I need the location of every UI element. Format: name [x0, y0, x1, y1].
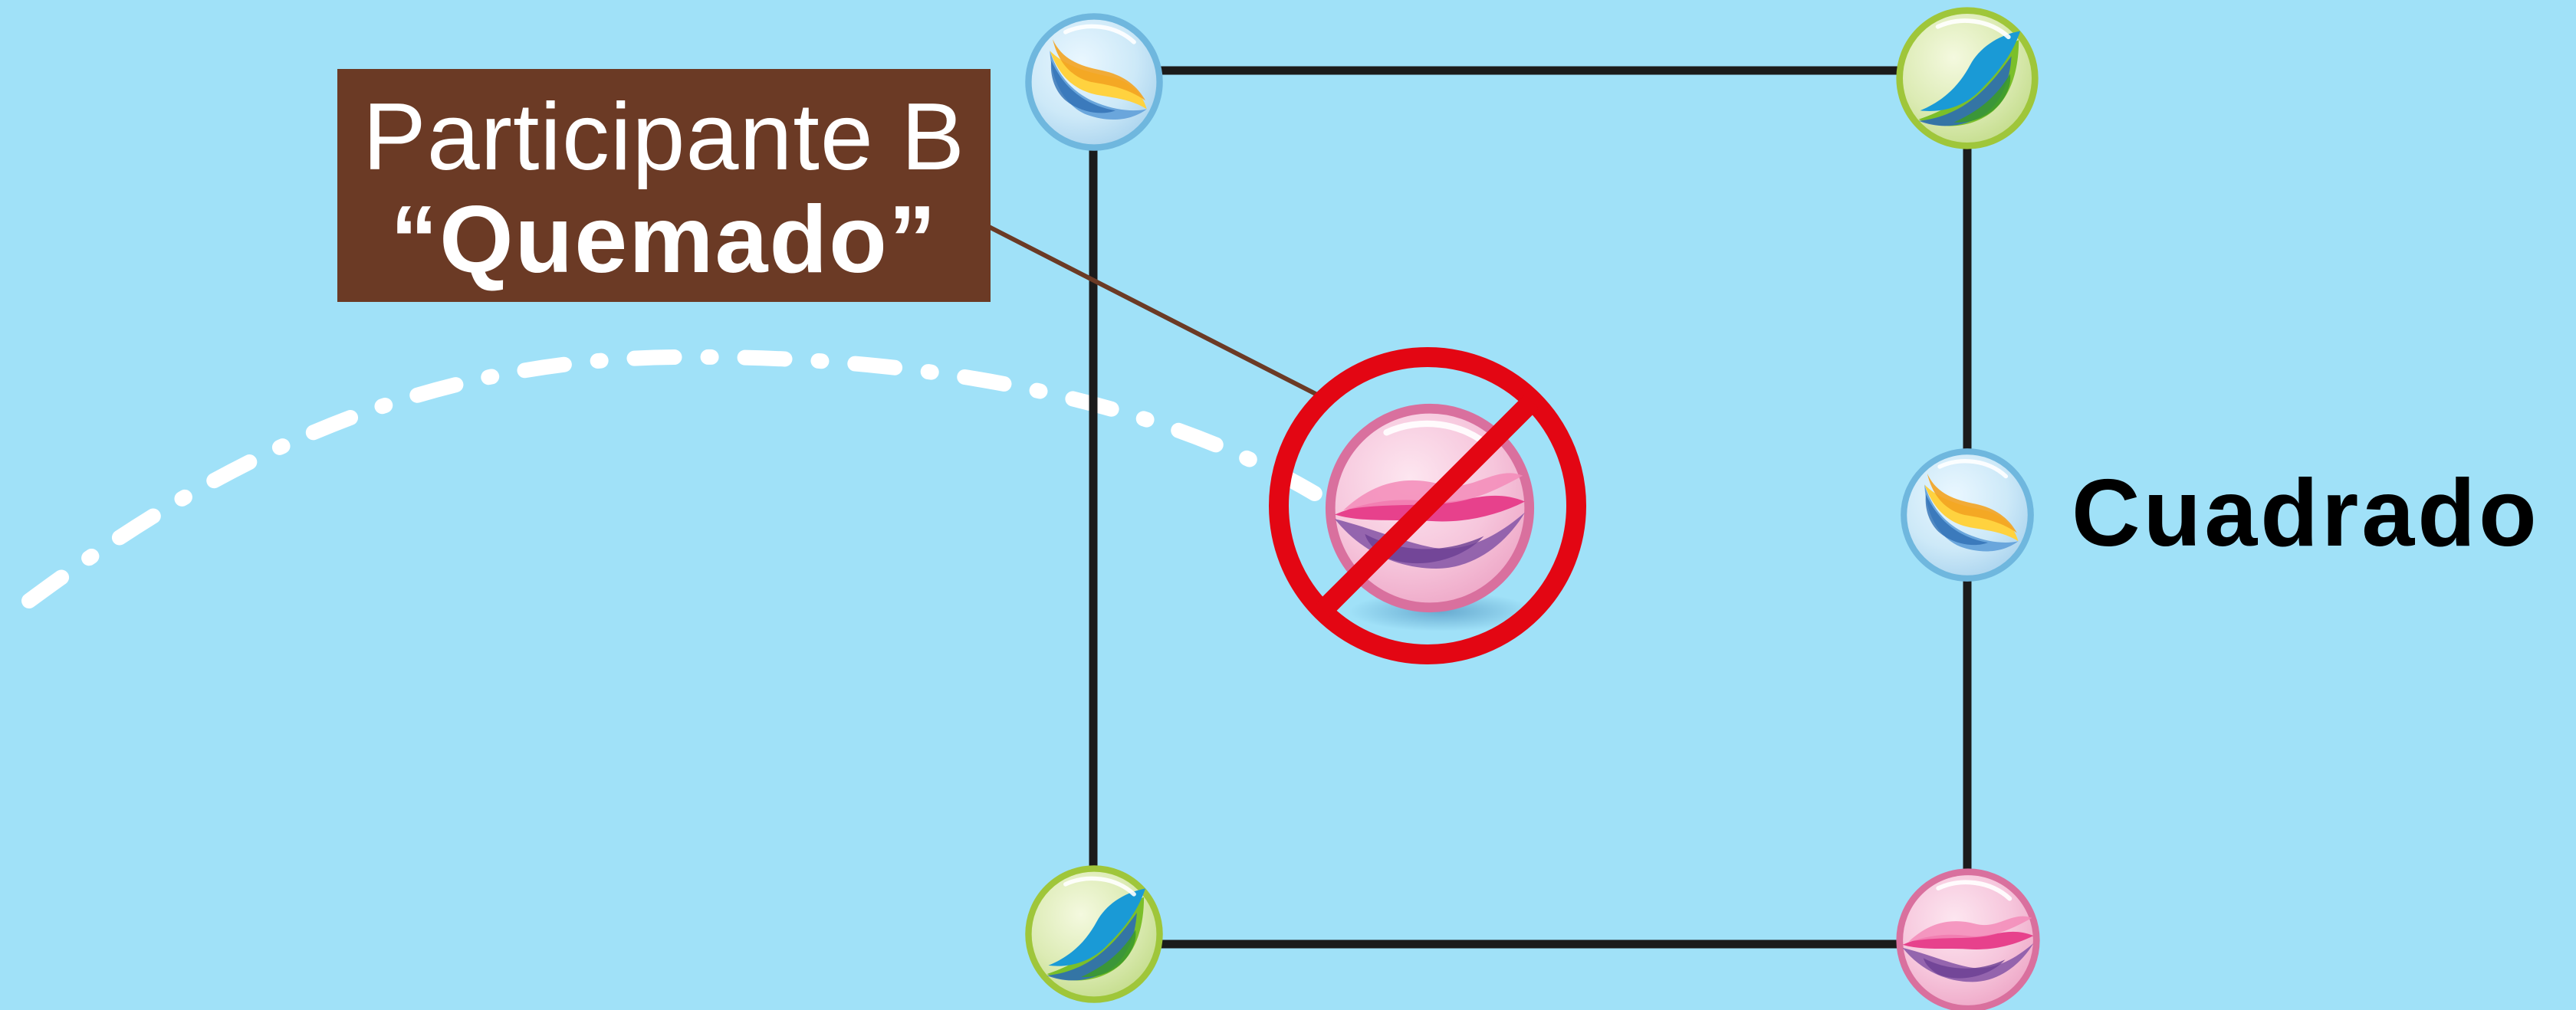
- shape-label: Cuadrado: [2072, 452, 2540, 575]
- callout-box: Participante B “Quemado”: [337, 69, 991, 302]
- callout-connector: [989, 227, 1319, 395]
- marble-bottom-left: [1028, 868, 1159, 999]
- callout-title: Participante B: [337, 86, 991, 189]
- callout-status: “Quemado”: [337, 189, 991, 291]
- marble-bottom-right: [1900, 872, 2036, 1008]
- trajectory-dashed-path: [29, 357, 1342, 601]
- marble-right-middle: [1904, 451, 2031, 579]
- marble-top-right: [1900, 11, 2036, 146]
- marble-top-left: [1028, 16, 1159, 147]
